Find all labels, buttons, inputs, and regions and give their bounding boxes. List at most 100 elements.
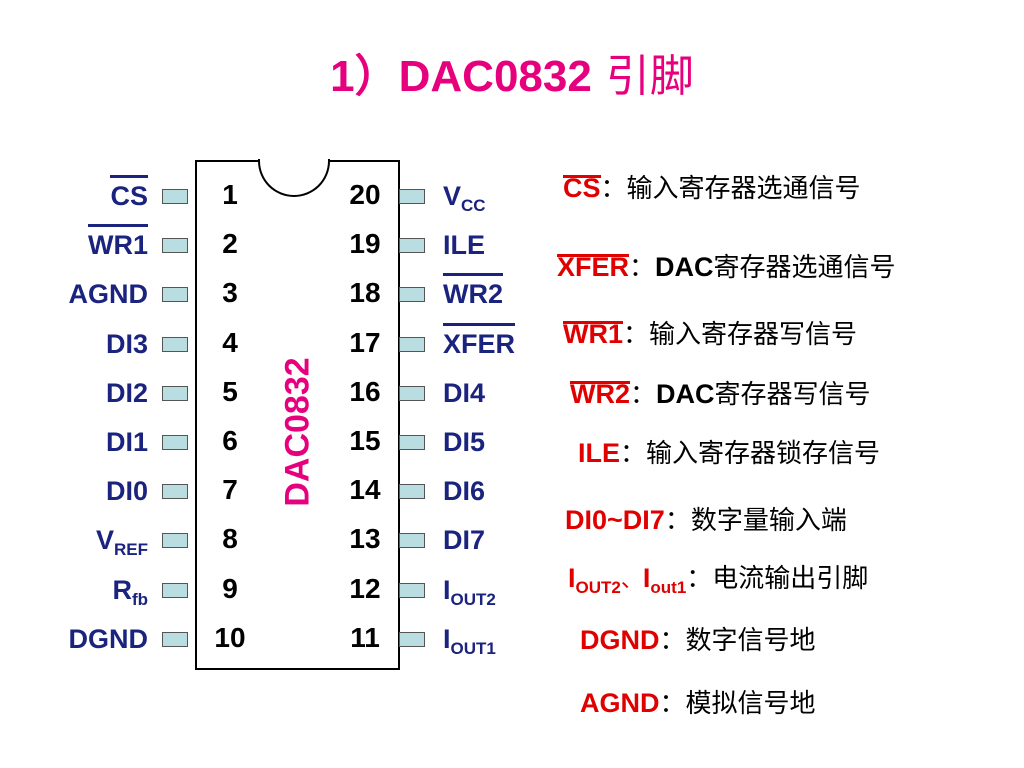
pin-label-text: DI3 [105,328,148,359]
legend-description: 输入寄存器锁存信号 [646,439,880,469]
pin-label-text: WR2 [443,279,503,310]
legend-row: DI0~DI7：数字量输入端 [565,500,847,540]
legend-row: XFER：DAC寄存器选通信号 [557,247,896,287]
legend-row: IOUT2、Iout1：电流输出引脚 [568,558,868,598]
pin-label-text: V [95,525,114,556]
pin-label-text: DGND [68,623,149,654]
pin-stub [162,582,188,598]
pin-label: ILE [443,228,485,262]
title-prefix: 1）DAC0832 [330,52,592,101]
pin-stub [399,435,425,450]
pin-label-text: DI0 [105,476,148,507]
pin-number: 7 [222,474,238,506]
pin-label-subscript: fb [131,589,148,609]
pin-stub [399,385,425,401]
active-low-bar [88,224,148,228]
legend-description: 数字量输入端 [691,506,847,536]
legend-name-text: XFER [557,252,630,282]
pin-label: DI7 [443,523,485,557]
pin-number: 16 [349,375,381,407]
pin-label: DI1 [106,425,148,459]
pin-stub [162,631,188,647]
pin-label-subscript: REF [114,540,148,560]
pin-label-subscript: OUT1 [450,638,496,658]
pin-number: 6 [222,425,238,456]
legend-separator: ： [620,439,647,469]
pin-label: CS [110,179,148,213]
legend-signal-name: DGND [580,625,660,655]
pin-number: 20 [349,179,381,210]
pin-label-text: DI1 [105,427,148,457]
pin-number: 13 [349,523,381,555]
pin-label-text: WR1 [88,230,148,261]
pin-label: XFER [443,327,515,361]
legend-name-text: WR1 [563,319,623,349]
pin-number: 9 [222,572,238,604]
pin-number: 8 [222,523,238,555]
pin-label: DI6 [443,474,485,508]
legend-active-low-bar [563,321,623,324]
legend-row: DGND：数字信号地 [580,620,816,660]
active-low-bar [443,273,503,277]
legend-name-text: CS [563,173,601,203]
pin-number: 4 [222,326,238,358]
pin-label: DGND [69,622,149,656]
pin-label-subscript: OUT2 [450,589,496,609]
legend-desc-text: 输入寄存器锁存信号 [646,439,881,469]
legend-name-b: I [642,563,651,593]
legend-signal-name: ILE [578,438,620,468]
legend-separator: ： [659,626,686,656]
pin-number: 18 [349,277,381,309]
pin-label: DI2 [106,376,148,410]
legend-separator: ： [659,689,686,719]
legend-sub-a: OUT2 [575,578,621,597]
pin-label-text: CS [110,181,148,211]
legend-description: 数字信号地 [686,626,816,656]
pin-label: DI0 [106,474,148,508]
pin-label-text: I [443,574,451,605]
legend-desc-text: 输入寄存器写信号 [649,320,858,350]
legend-description: DAC寄存器写信号 [656,379,871,410]
legend-active-low-bar [557,254,630,257]
pin-label-text: AGND [68,279,149,310]
pin-label: AGND [69,277,149,311]
pin-number: 11 [350,621,380,653]
legend-separator: ： [600,174,627,204]
legend-description: DAC寄存器选通信号 [655,252,896,283]
legend-description: 输入寄存器选通信号 [627,174,861,204]
legend-signal-name: CS [563,173,601,203]
legend-active-low-bar [563,175,601,178]
legend-row: CS：输入寄存器选通信号 [563,168,861,208]
chip-body [195,160,400,670]
legend-signal-name: AGND [580,688,660,718]
pin-label-text: R [112,574,132,605]
pin-label: DI3 [106,327,148,361]
legend-name-text: AGND [580,688,660,718]
legend-description: 输入寄存器写信号 [649,320,857,350]
pin-number: 14 [349,474,381,506]
pin-stub [399,336,425,352]
pin-label: WR1 [88,228,148,262]
pin-stub [399,238,425,254]
legend-separator: ： [630,380,657,410]
legend-desc-text: 寄存器选通信号 [713,253,896,283]
pin-stub [162,287,188,303]
pin-stub [399,631,425,647]
pin-number: 3 [222,277,238,309]
legend-description: 电流输出引脚 [712,564,868,594]
pin-label-subscript: CC [461,196,486,215]
legend-desc-prefix: DAC [656,379,715,409]
pin-label: IOUT2 [443,573,496,609]
legend-signal-name: XFER [557,252,629,282]
legend-joiner: 、 [620,568,643,593]
legend-signal-name: DI0~DI7 [565,505,665,535]
pin-number: 12 [349,572,381,604]
pin-stub [399,287,425,303]
legend-name-text: DGND [580,625,660,655]
pin-label-text: I [443,623,451,654]
title-suffix: 引脚 [591,51,694,102]
legend-row: WR1：输入寄存器写信号 [563,314,857,354]
pin-number: 1 [222,179,238,210]
pin-label-text: DI4 [443,377,486,408]
legend-description: 模拟信号地 [686,689,816,719]
